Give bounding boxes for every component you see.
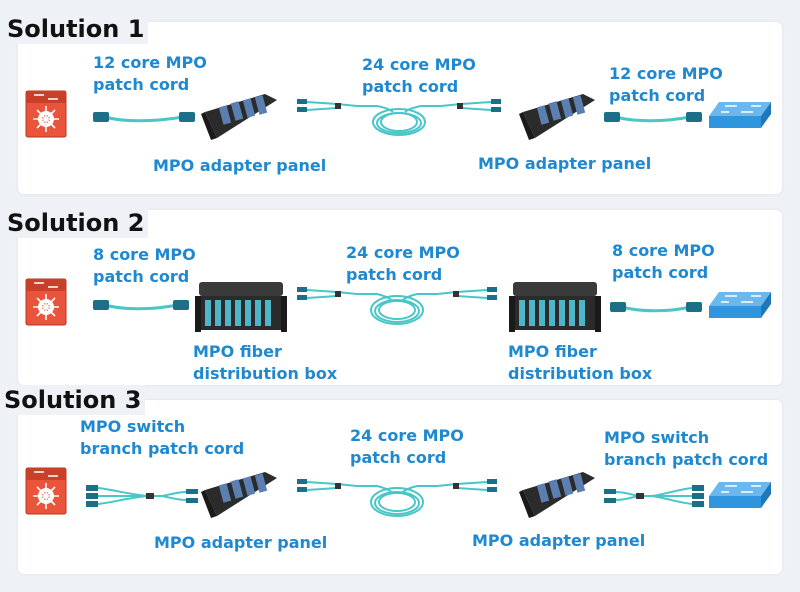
solution-1-right-cord-label-line1: 12 core MPO <box>609 64 723 83</box>
mpo-adapter-panel-left <box>201 472 277 518</box>
solution-2-left-cord-label-line1: 8 core MPO <box>93 245 196 264</box>
solution-2-panel <box>18 210 782 385</box>
solution-3-right-device-label: MPO adapter panel <box>472 531 646 550</box>
mpo-trunk-cable <box>297 287 497 325</box>
solution-1-right-device-label: MPO adapter panel <box>478 154 652 173</box>
solution-2-title: Solution 2 <box>5 208 149 238</box>
solution-3-left-cord-label-line2: branch patch cord <box>80 439 245 458</box>
mpo-adapter-panel-right <box>519 472 595 518</box>
solution-2-right-device-label-line2: distribution box <box>508 364 653 383</box>
solution-1-trunk-label-line1: 24 core MPO <box>362 55 476 74</box>
core-switch-icon <box>25 90 67 138</box>
solution-2-trunk-label-line1: 24 core MPO <box>346 243 460 262</box>
mpo-patch-cord-left <box>93 112 195 123</box>
solution-1-title: Solution 1 <box>5 14 149 44</box>
access-switch-icon <box>709 292 771 318</box>
mpo-adapter-panel-left <box>201 94 277 140</box>
solution-2-right-cord-label-line1: 8 core MPO <box>612 241 715 260</box>
solution-3-left-cord-label-line1: MPO switch <box>80 417 186 436</box>
solution-1-trunk-label-line2: patch cord <box>362 77 459 96</box>
solution-2-left-device-label-line1: MPO fiber <box>193 342 282 361</box>
solution-3-panel <box>18 400 782 574</box>
solution-1-left-cord-label-line2: patch cord <box>93 75 190 94</box>
mpo-fiber-distribution-box-left <box>195 282 287 332</box>
solution-1-right-cord-label-line2: patch cord <box>609 86 706 105</box>
mpo-patch-cord-right <box>610 302 702 313</box>
solution-3-title: Solution 3 <box>2 385 146 415</box>
mpo-trunk-cable <box>297 99 501 136</box>
mpo-fiber-distribution-box-right <box>509 282 601 332</box>
solution-3-left-device-label: MPO adapter panel <box>154 533 328 552</box>
mpo-patch-cord-left <box>93 300 189 311</box>
access-switch-icon <box>709 102 771 128</box>
solution-3-trunk-label-line1: 24 core MPO <box>350 426 464 445</box>
solution-1-panel <box>18 22 782 194</box>
mpo-switch-branch-cord-left <box>86 485 198 507</box>
solution-2-right-cord-label-line2: patch cord <box>612 263 709 282</box>
mpo-switch-branch-cord-right <box>604 485 704 507</box>
mpo-trunk-cable <box>297 479 497 517</box>
mpo-adapter-panel-right <box>519 94 595 140</box>
solution-1-left-device-label: MPO adapter panel <box>153 156 327 175</box>
solution-2-left-cord-label-line2: patch cord <box>93 267 190 286</box>
solution-2-trunk-label-line2: patch cord <box>346 265 443 284</box>
core-switch-icon <box>25 278 67 326</box>
solution-3-trunk-label-line2: patch cord <box>350 448 447 467</box>
solution-3-right-cord-label-line1: MPO switch <box>604 428 710 447</box>
core-switch-icon <box>25 467 67 515</box>
solution-2-left-device-label-line2: distribution box <box>193 364 338 383</box>
access-switch-icon <box>709 482 771 508</box>
solution-2-right-device-label-line1: MPO fiber <box>508 342 597 361</box>
mpo-patch-cord-right <box>604 112 702 123</box>
solution-1-left-cord-label-line1: 12 core MPO <box>93 53 207 72</box>
solution-3-right-cord-label-line2: branch patch cord <box>604 450 769 469</box>
